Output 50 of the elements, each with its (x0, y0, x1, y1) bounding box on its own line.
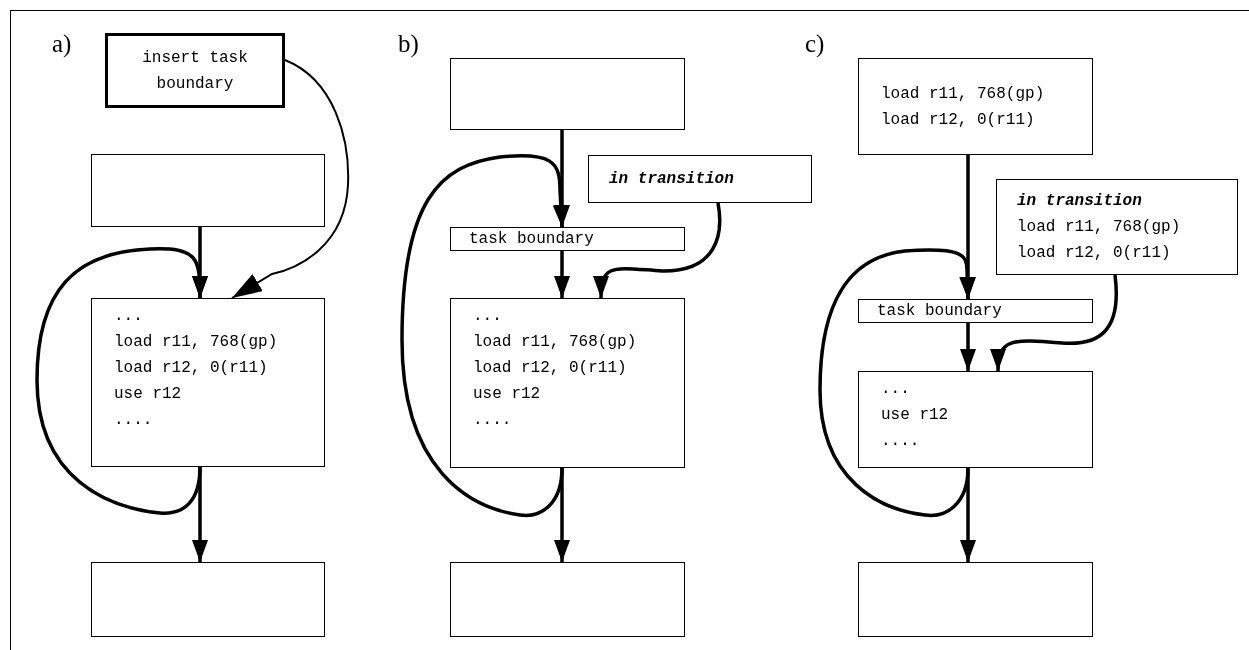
code-line: task boundary (469, 229, 594, 250)
empty-box (91, 154, 325, 227)
arrow (554, 468, 570, 562)
code-line: use r12 (881, 405, 949, 426)
empty-box (858, 562, 1093, 637)
code-line: insert task boundary (141, 47, 249, 95)
empty-box (91, 562, 325, 637)
process-box (858, 371, 1093, 468)
code-line: ... (473, 306, 502, 327)
code-line: ... (114, 306, 143, 327)
process-box (105, 33, 285, 108)
arrow (593, 202, 722, 299)
code-line: .... (881, 431, 920, 452)
code-line: use r12 (473, 384, 541, 405)
process-box (450, 227, 685, 251)
arrow (400, 154, 569, 518)
arrow (192, 467, 208, 562)
code-line: .... (114, 410, 153, 431)
panel-label: c) (805, 30, 825, 58)
code-line: load r11, 768(gp) (881, 83, 1045, 105)
state-heading: in transition (609, 169, 734, 190)
process-box (858, 299, 1093, 323)
code-line: load r12, 0(r11) (1017, 243, 1171, 264)
arrow (960, 323, 976, 371)
code-line: task boundary (877, 301, 1002, 322)
state-heading: in transition (1017, 191, 1142, 212)
panel-label: a) (52, 30, 72, 58)
arrow (35, 247, 208, 515)
code-line: ... (881, 379, 910, 400)
empty-box (450, 58, 685, 130)
code-line: load r11, 768(gp) (114, 332, 278, 353)
arrow (990, 274, 1118, 372)
arrow (818, 248, 976, 518)
process-box (91, 298, 325, 467)
process-box (996, 179, 1238, 275)
arrow (960, 468, 976, 562)
code-line: load r11, 768(gp) (1017, 217, 1181, 238)
code-line: load r12, 0(r11) (881, 109, 1035, 131)
arrow (554, 251, 570, 298)
code-line: .... (473, 410, 512, 431)
code-line: load r11, 768(gp) (473, 332, 637, 353)
code-line: load r12, 0(r11) (473, 358, 627, 379)
code-line: use r12 (114, 384, 182, 405)
code-line: load r12, 0(r11) (114, 358, 268, 379)
process-box (858, 58, 1093, 155)
panel-label: b) (398, 30, 419, 58)
arrow (231, 59, 350, 299)
empty-box (450, 562, 685, 637)
process-box (450, 298, 685, 468)
process-box (588, 155, 812, 203)
